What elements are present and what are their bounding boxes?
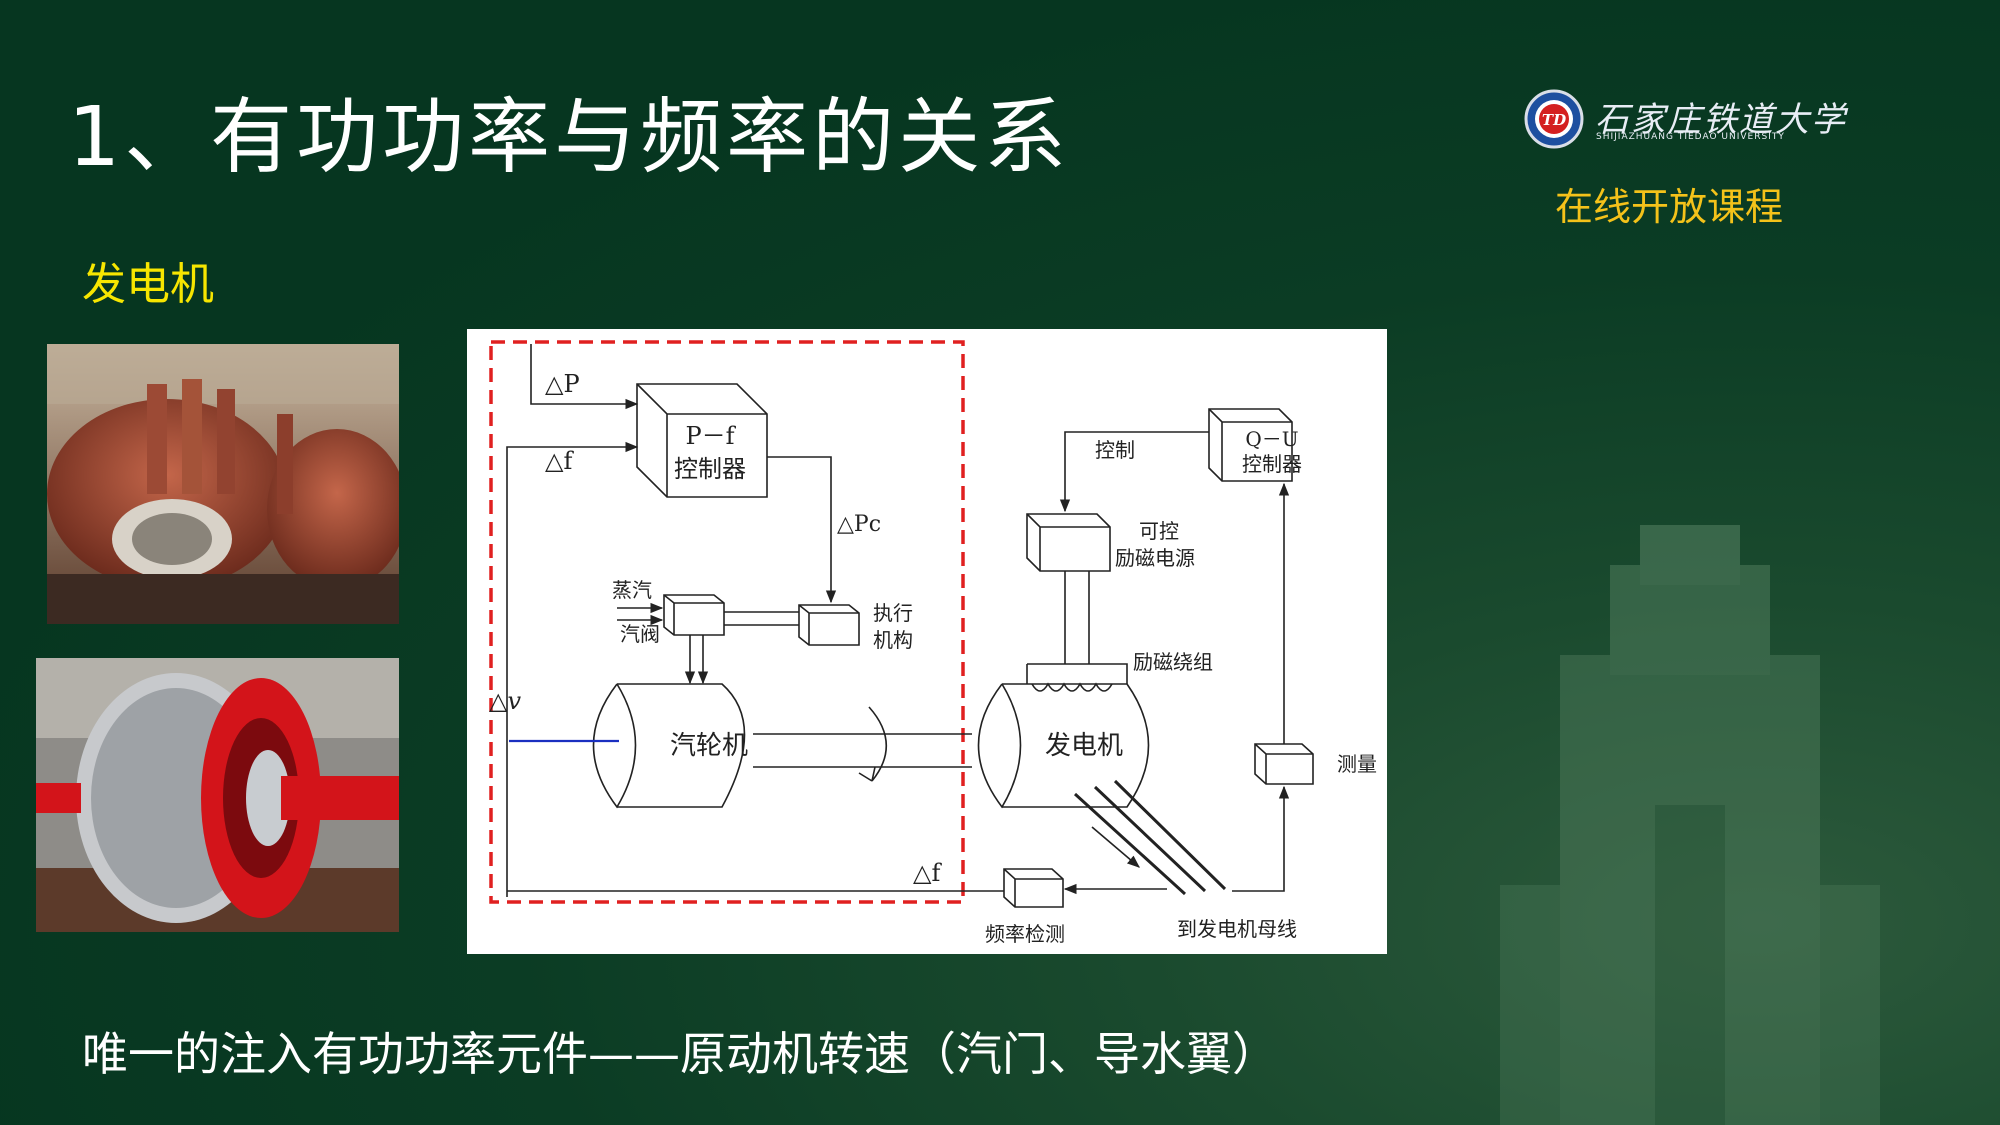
label-measure: 测量 bbox=[1337, 752, 1377, 776]
control-system-diagram: △P △f P－f 控制器 △Pc 蒸汽 汽阀 执行 机构 △v 汽轮机 发电机… bbox=[467, 329, 1387, 954]
university-logo-icon: TD bbox=[1524, 89, 1584, 149]
footer-text: 唯一的注入有功功率元件——原动机转速（汽门、导水翼） bbox=[82, 1027, 1278, 1081]
label-pf-line1: P－f bbox=[685, 422, 736, 450]
label-actuator-line2: 机构 bbox=[873, 628, 913, 652]
label-pf-line2: 控制器 bbox=[674, 455, 746, 483]
label-actuator-line1: 执行 bbox=[873, 601, 913, 625]
label-steam: 蒸汽 bbox=[612, 578, 652, 602]
course-label: 在线开放课程 bbox=[1555, 185, 1784, 229]
section-subtitle: 发电机 bbox=[82, 259, 214, 310]
label-dv: △v bbox=[489, 687, 521, 715]
label-dPc: △Pc bbox=[837, 512, 881, 537]
label-to-bus: 到发电机母线 bbox=[1177, 917, 1297, 941]
label-df-bottom: △f bbox=[913, 859, 942, 887]
label-qu-line2: 控制器 bbox=[1242, 452, 1302, 476]
label-turbine: 汽轮机 bbox=[670, 731, 748, 761]
logo-badge: TD bbox=[1542, 111, 1566, 129]
label-exc-source-line2: 励磁电源 bbox=[1115, 546, 1195, 570]
label-freq-detect: 频率检测 bbox=[985, 922, 1065, 946]
label-exc-source-line1: 可控 bbox=[1139, 519, 1179, 543]
label-df-input: △f bbox=[545, 447, 574, 475]
university-name: 石家庄铁道大学 bbox=[1595, 100, 1847, 140]
label-exc-winding: 励磁绕组 bbox=[1133, 650, 1213, 674]
label-qu-line1: Q－U bbox=[1245, 427, 1298, 451]
turbine-generator-photo bbox=[47, 344, 399, 624]
generator-rotor-photo bbox=[36, 658, 399, 932]
label-control: 控制 bbox=[1095, 438, 1135, 462]
label-generator: 发电机 bbox=[1045, 731, 1123, 761]
page-title: 1、有功功率与频率的关系 bbox=[68, 90, 1071, 185]
label-valve: 汽阀 bbox=[620, 622, 660, 646]
university-name-english: SHIJIAZHUANG TIEDAO UNIVERSITY bbox=[1596, 132, 1785, 142]
label-dP: △P bbox=[545, 370, 580, 398]
background-building-image bbox=[1500, 525, 1880, 1125]
